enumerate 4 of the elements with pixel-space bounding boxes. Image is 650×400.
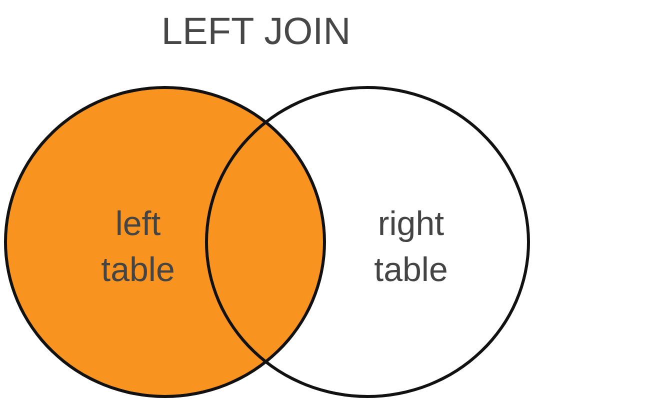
set-circle [205, 86, 530, 398]
set-label: right table [374, 204, 448, 291]
diagram-title: LEFT JOIN [161, 12, 351, 54]
set-label: left table [101, 204, 175, 291]
